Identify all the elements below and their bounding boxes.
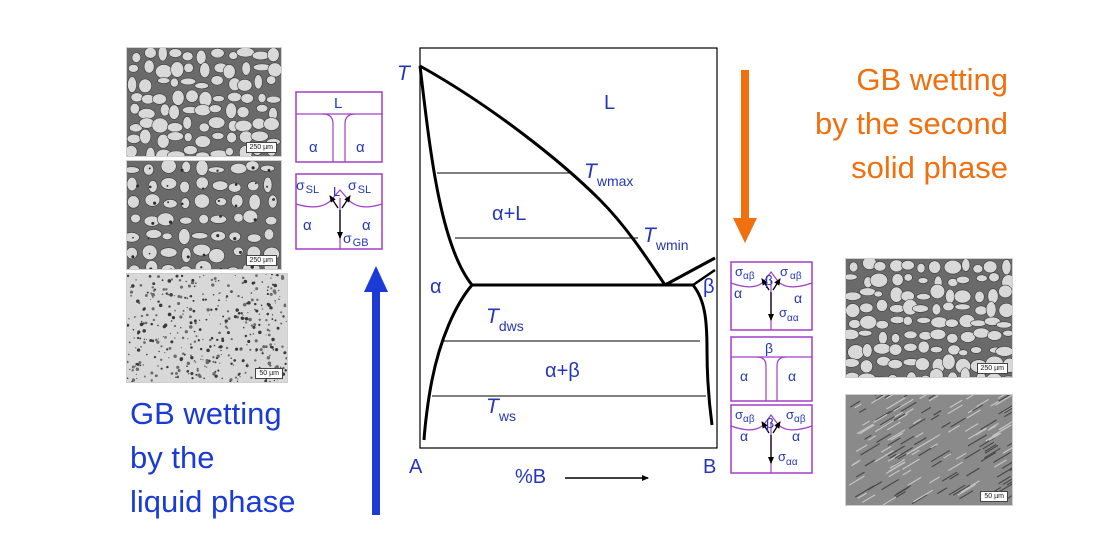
schematic-liquid-wetting: L α α (295, 91, 383, 163)
diagram-frame (419, 47, 718, 449)
t-ws-label: Tws (486, 395, 516, 424)
svg-text:α: α (740, 368, 748, 384)
region-alpha-label: α (430, 276, 442, 298)
micrograph-left-2: 250 µm (126, 160, 282, 270)
liquidus-curve (419, 64, 667, 286)
svg-text:β: β (765, 272, 773, 288)
region-beta-label: β (703, 276, 715, 298)
schematic-liquid-partial: σSL σSL L α α σGB (295, 173, 383, 250)
beta-liquidus (664, 256, 716, 287)
svg-text:α: α (792, 428, 800, 444)
svg-text:σαα: σαα (778, 449, 798, 468)
blue-up-arrow (364, 266, 388, 515)
svg-text:α: α (303, 217, 312, 234)
micrograph-right-2: 50 µm (845, 394, 1013, 506)
t-dws-label: Tdws (486, 305, 524, 334)
schematic-solid-wetting: β α α (730, 336, 813, 402)
scale-bar: 50 µm (255, 368, 283, 379)
svg-text:σαβ: σαβ (735, 407, 755, 425)
t-wmin-label: Twmin (643, 224, 689, 253)
composition-axis-label: %B (515, 466, 546, 488)
caption-solid-wetting: GB wetting by the second solid phase (814, 62, 1008, 185)
beta-solvus (691, 284, 714, 426)
svg-text:σαβ: σαβ (735, 264, 755, 282)
svg-text:α: α (794, 290, 802, 306)
scale-bar: 250 µm (245, 142, 277, 153)
micrograph-left-1: 250 µm (126, 47, 282, 157)
caption-liquid-wetting: GB wetting by the liquid phase (130, 396, 296, 519)
label-b: B (703, 456, 716, 478)
svg-text:α: α (788, 368, 796, 384)
region-l-label: L (604, 92, 615, 114)
solidus-curve (418, 65, 474, 286)
region-alpha-l-label: α+L (492, 203, 526, 225)
svg-text:σGB: σGB (343, 230, 369, 249)
micrograph-right-1: 250 µm (845, 258, 1013, 378)
svg-text:L: L (333, 184, 340, 199)
axis-t-label: T (397, 62, 412, 85)
beta-solidus (692, 268, 716, 287)
region-alpha-beta-label: α+β (545, 360, 580, 382)
alpha-solvus (422, 284, 474, 441)
scale-bar: 250 µm (976, 363, 1008, 374)
svg-text:α: α (356, 139, 365, 156)
svg-text:σSL: σSL (348, 177, 371, 196)
scale-bar: 50 µm (980, 491, 1008, 502)
svg-text:σαβ: σαβ (780, 264, 802, 282)
svg-text:α: α (362, 217, 371, 234)
schematic-solid-partial-bottom: σαβ σαβ β α α σαα (730, 404, 813, 474)
svg-text:σαα: σαα (779, 305, 799, 324)
orange-down-arrow (733, 70, 757, 243)
svg-text:α: α (309, 139, 318, 156)
scale-bar: 250 µm (245, 255, 277, 266)
svg-text:β: β (765, 340, 773, 356)
label-a: A (409, 456, 423, 478)
micrograph-left-3: 50 µm (126, 273, 288, 383)
svg-text:σSL: σSL (296, 177, 319, 196)
svg-text:σαβ: σαβ (786, 407, 806, 425)
t-wmax-label: Twmax (584, 160, 633, 189)
svg-text:β: β (766, 415, 774, 431)
svg-text:L: L (334, 95, 342, 112)
svg-text:α: α (740, 428, 748, 444)
svg-text:α: α (734, 285, 742, 301)
